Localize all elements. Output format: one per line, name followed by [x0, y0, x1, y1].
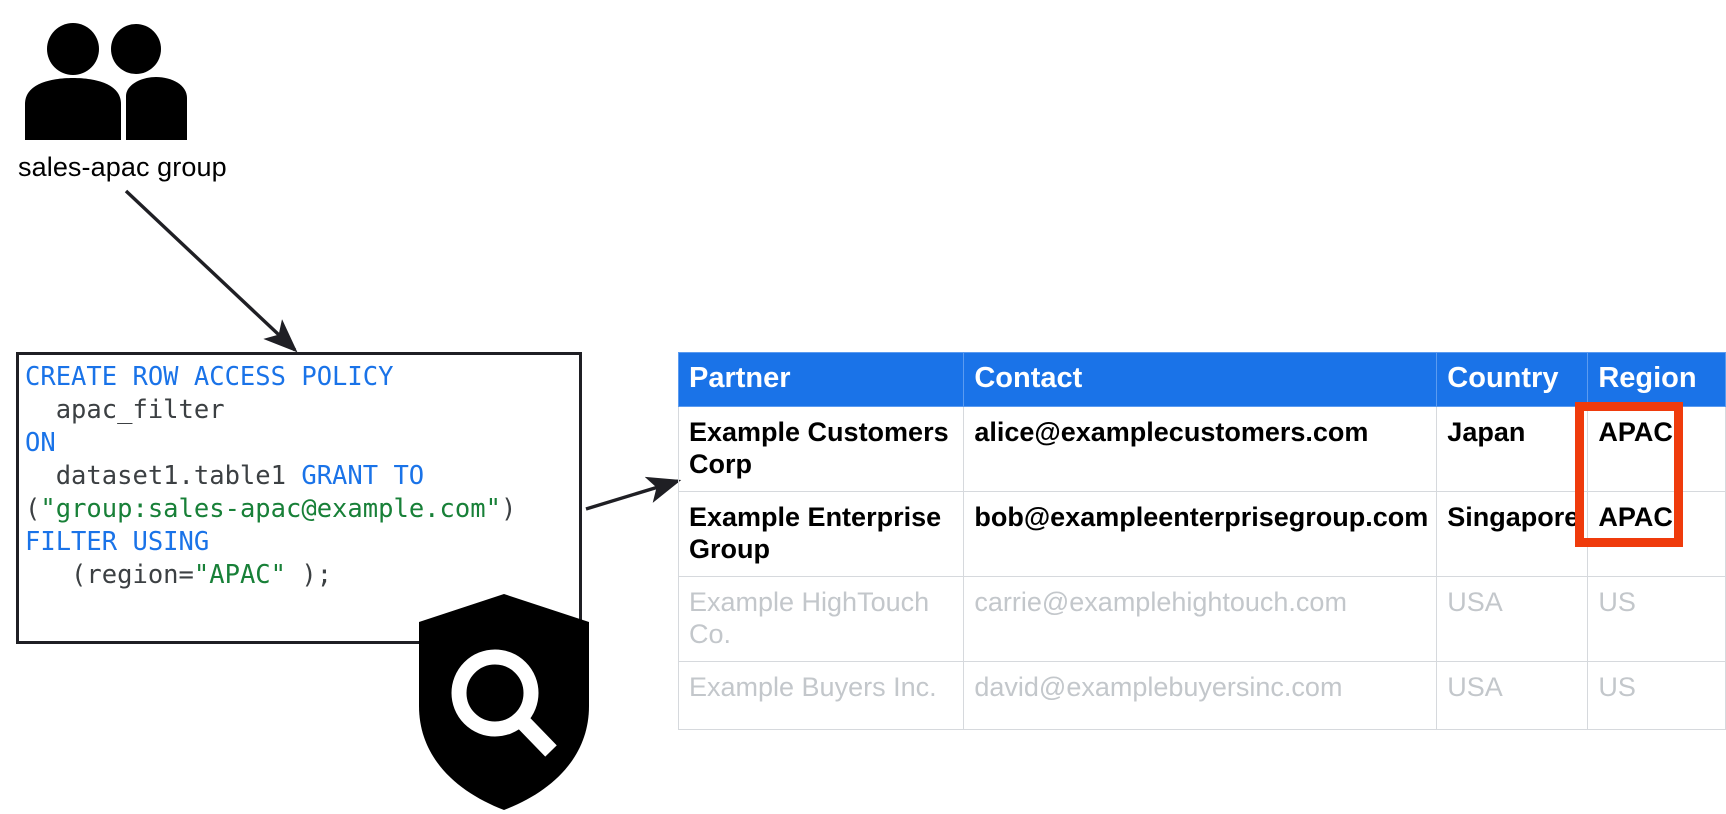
- shield-search-icon: [419, 594, 589, 810]
- table-row[interactable]: Example Buyers Inc. david@examplebuyersi…: [677, 660, 1726, 730]
- partner-table: Partner Contact Country Region Example C…: [677, 351, 1726, 730]
- code-token: "APAC": [193, 560, 287, 590]
- table-header-row: Partner Contact Country Region: [677, 351, 1726, 408]
- table-row[interactable]: Example HighTouch Co. carrie@examplehigh…: [677, 575, 1726, 662]
- cell-region: APAC: [1587, 491, 1726, 577]
- cell-contact: bob@exampleenterprisegroup.com: [963, 491, 1438, 577]
- column-header-region[interactable]: Region: [1587, 351, 1726, 408]
- cell-country: Japan: [1436, 406, 1589, 493]
- cell-partner: Example HighTouch Co.: [677, 575, 965, 662]
- group-label: sales-apac group: [18, 152, 227, 182]
- code-token: apac_filter: [25, 395, 225, 425]
- table-row[interactable]: Example Enterprise Group bob@exampleente…: [677, 491, 1726, 577]
- table-row[interactable]: Example Customers Corp alice@examplecust…: [677, 406, 1726, 493]
- code-token: dataset1.table1: [25, 461, 302, 491]
- cell-partner: Example Buyers Inc.: [677, 660, 965, 730]
- cell-partner: Example Enterprise Group: [677, 491, 965, 577]
- group-to-policy-arrow: [124, 189, 298, 353]
- cell-partner: Example Customers Corp: [677, 406, 965, 493]
- code-token: FILTER USING: [25, 527, 210, 557]
- code-token: );: [286, 560, 333, 590]
- cell-contact: alice@examplecustomers.com: [963, 406, 1438, 493]
- policy-to-table-arrow: [585, 476, 682, 511]
- cell-region: US: [1587, 660, 1726, 730]
- code-token: ): [500, 494, 517, 524]
- cell-region: US: [1587, 575, 1726, 662]
- cell-country: USA: [1436, 660, 1589, 730]
- column-header-contact[interactable]: Contact: [963, 351, 1438, 408]
- sql-code-text: CREATE ROW ACCESS POLICY apac_filter ON …: [25, 361, 516, 592]
- column-header-country[interactable]: Country: [1436, 351, 1589, 408]
- row-access-policy-code-block: CREATE ROW ACCESS POLICY apac_filter ON …: [16, 352, 582, 644]
- code-token: "group:sales-apac@example.com": [40, 494, 501, 524]
- code-token: (region=: [25, 560, 194, 590]
- table-body: Example Customers Corp alice@examplecust…: [677, 406, 1726, 730]
- cell-country: Singapore: [1436, 491, 1589, 577]
- region-highlight-box: [1575, 402, 1683, 547]
- code-token: (: [25, 494, 41, 524]
- table-header: Partner Contact Country Region: [677, 351, 1726, 408]
- cell-region: APAC: [1587, 406, 1726, 493]
- cell-contact: carrie@examplehightouch.com: [963, 575, 1438, 662]
- cell-country: USA: [1436, 575, 1589, 662]
- code-token: CREATE ROW ACCESS POLICY: [25, 362, 394, 392]
- code-token: ON: [25, 428, 56, 458]
- people-group-icon: [25, 23, 187, 140]
- column-header-partner[interactable]: Partner: [677, 351, 965, 408]
- cell-contact: david@examplebuyersinc.com: [963, 660, 1438, 730]
- code-token: GRANT TO: [301, 461, 425, 491]
